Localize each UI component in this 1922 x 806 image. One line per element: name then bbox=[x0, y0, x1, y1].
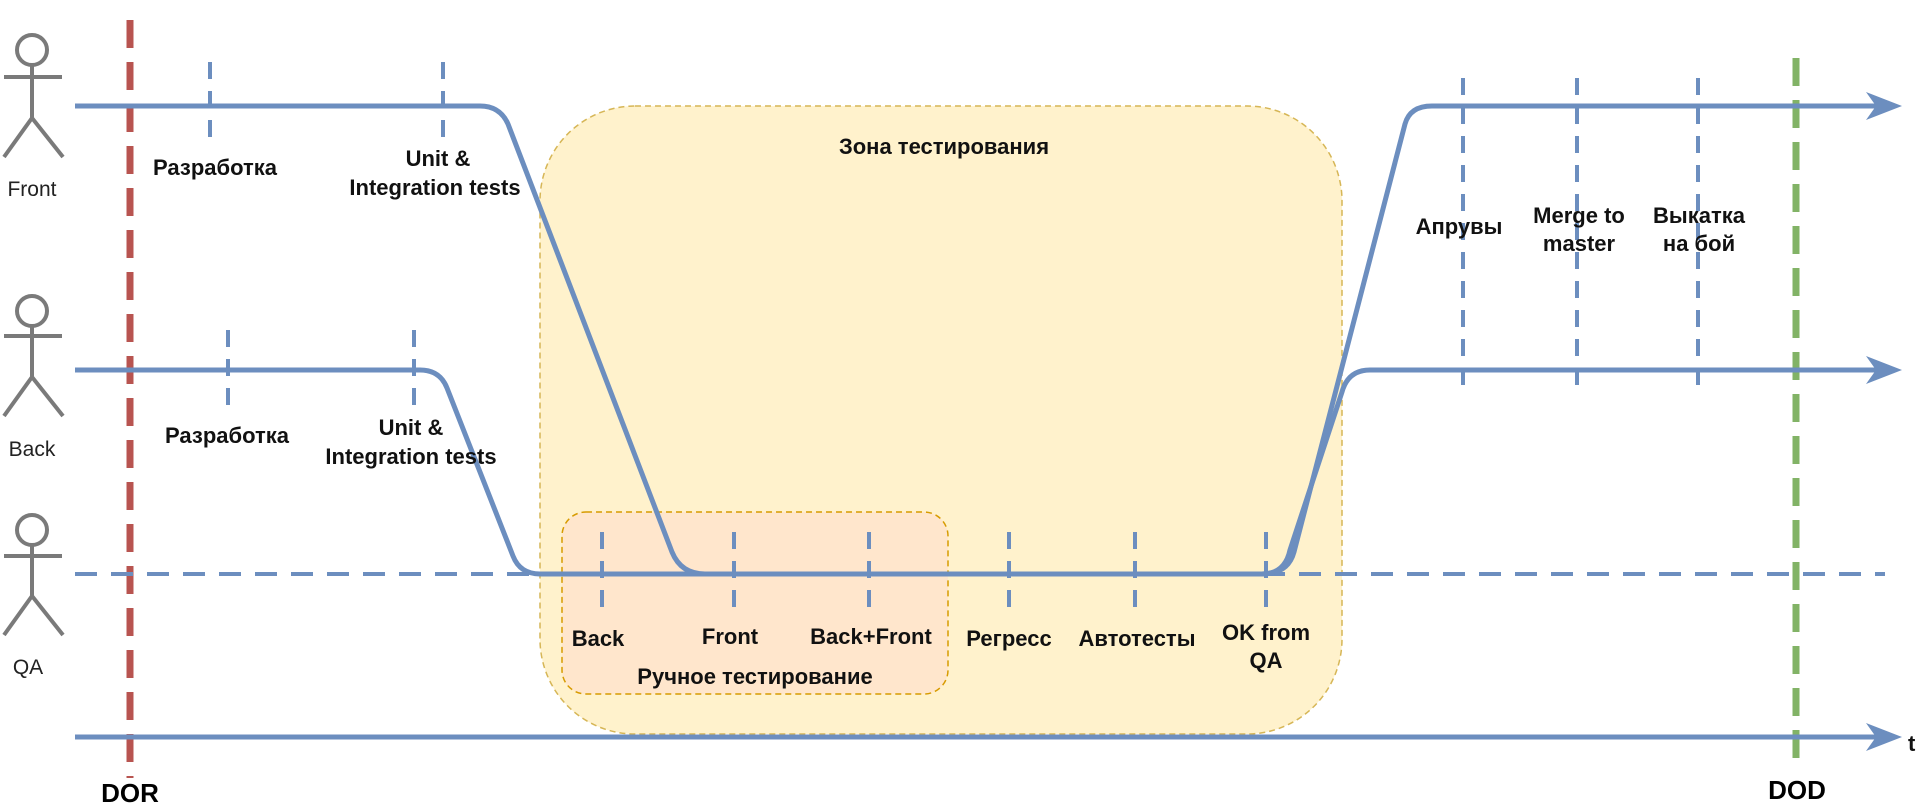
front-actor-label: Front bbox=[7, 178, 56, 201]
qa-ok-label-1: OK from bbox=[1222, 620, 1310, 645]
qa-regress-label: Регресс bbox=[966, 626, 1051, 651]
back-tests-label-1: Unit & bbox=[379, 415, 444, 440]
back-actor-icon bbox=[2, 294, 65, 418]
testing-zone-title: Зона тестирования bbox=[839, 134, 1049, 159]
front-tests-label-1: Unit & bbox=[406, 146, 471, 171]
qa-front-label: Front bbox=[702, 624, 759, 649]
front-actor-icon bbox=[2, 33, 65, 159]
dor-label: DOR bbox=[101, 778, 159, 806]
merge-label-1: Merge to bbox=[1533, 203, 1625, 228]
qa-backfront-label: Back+Front bbox=[810, 624, 932, 649]
manual-testing-title: Ручное тестирование bbox=[637, 664, 872, 689]
back-arrow bbox=[1866, 356, 1902, 384]
qa-actor-icon bbox=[2, 513, 65, 637]
deploy-label-1: Выкатка bbox=[1653, 203, 1746, 228]
deploy-label-2: на бой bbox=[1663, 231, 1735, 256]
merge-label-2: master bbox=[1543, 231, 1616, 256]
dod-label: DOD bbox=[1768, 775, 1826, 805]
manual-testing-zone bbox=[561, 511, 949, 695]
approvals-label: Апрувы bbox=[1416, 214, 1503, 239]
front-dev-label: Разработка bbox=[153, 155, 278, 180]
time-axis-arrow bbox=[1866, 723, 1902, 751]
back-actor-label: Back bbox=[9, 438, 56, 461]
qa-actor-label: QA bbox=[13, 656, 43, 679]
step-ticks bbox=[208, 62, 1700, 610]
front-arrow bbox=[1866, 92, 1902, 120]
back-tests-label-2: Integration tests bbox=[325, 444, 496, 469]
back-path bbox=[75, 367, 1880, 577]
back-dev-label: Разработка bbox=[165, 423, 290, 448]
front-tests-label-2: Integration tests bbox=[349, 175, 520, 200]
qa-ok-label-2: QA bbox=[1250, 648, 1283, 673]
qa-back-label: Back bbox=[572, 626, 625, 651]
qa-autotests-label: Автотесты bbox=[1078, 626, 1195, 651]
time-axis-label: t bbox=[1908, 731, 1916, 756]
